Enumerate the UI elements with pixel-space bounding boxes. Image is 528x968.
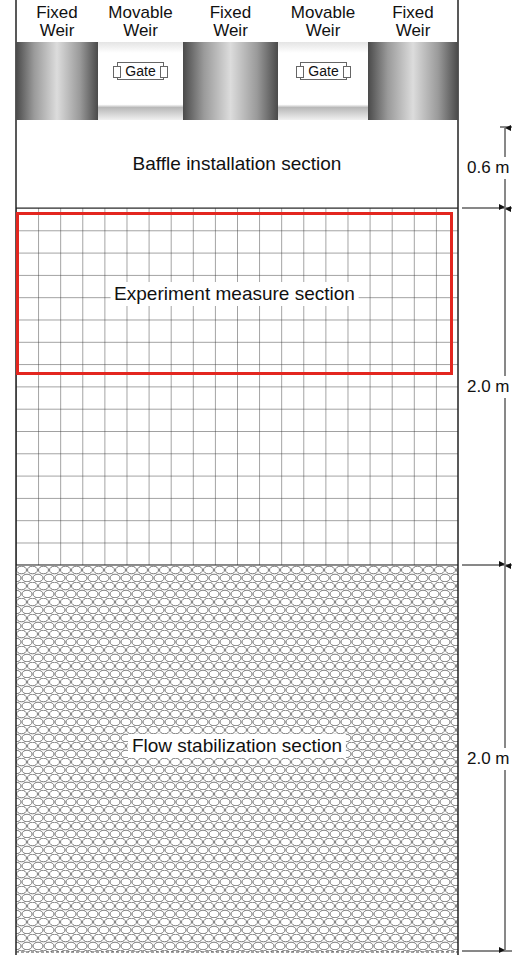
weir-name: Fixed Weir xyxy=(194,4,268,39)
section-line xyxy=(16,207,458,208)
weir-block: Fixed Weir xyxy=(16,42,98,120)
weir-block: Movable WeirGate xyxy=(98,42,183,120)
weir-name: Fixed Weir xyxy=(20,4,94,39)
section-label: Flow stabilization section xyxy=(128,734,346,758)
gate-box: Gate xyxy=(300,62,347,80)
weir-block: Fixed Weir xyxy=(183,42,278,120)
weir-name: Fixed Weir xyxy=(376,4,450,39)
gate-box: Gate xyxy=(117,62,164,80)
weir-name: Movable Weir xyxy=(104,4,178,39)
section-band: Flow stabilization section xyxy=(16,566,458,926)
channel-wall xyxy=(457,0,459,955)
section-band: Experiment measure section xyxy=(16,212,453,375)
weir-name: Movable Weir xyxy=(286,4,360,39)
dimension-label: 0.6 m xyxy=(466,157,511,179)
section-line xyxy=(16,564,458,565)
dimension-lines xyxy=(462,127,512,951)
weir-block: Movable WeirGate xyxy=(278,42,368,120)
dimension-label: 2.0 m xyxy=(466,748,511,770)
section-line xyxy=(16,952,458,953)
section-label: Baffle installation section xyxy=(129,152,346,176)
grid-texture xyxy=(16,208,458,565)
stabilizer-texture xyxy=(16,566,458,952)
dimension-label: 2.0 m xyxy=(466,376,511,398)
section-label: Experiment measure section xyxy=(110,282,359,306)
gate-label: Gate xyxy=(302,63,344,79)
channel-wall xyxy=(15,0,17,955)
weir-block: Fixed Weir xyxy=(368,42,458,120)
section-band: Baffle installation section xyxy=(16,120,458,208)
gate-label: Gate xyxy=(119,63,161,79)
